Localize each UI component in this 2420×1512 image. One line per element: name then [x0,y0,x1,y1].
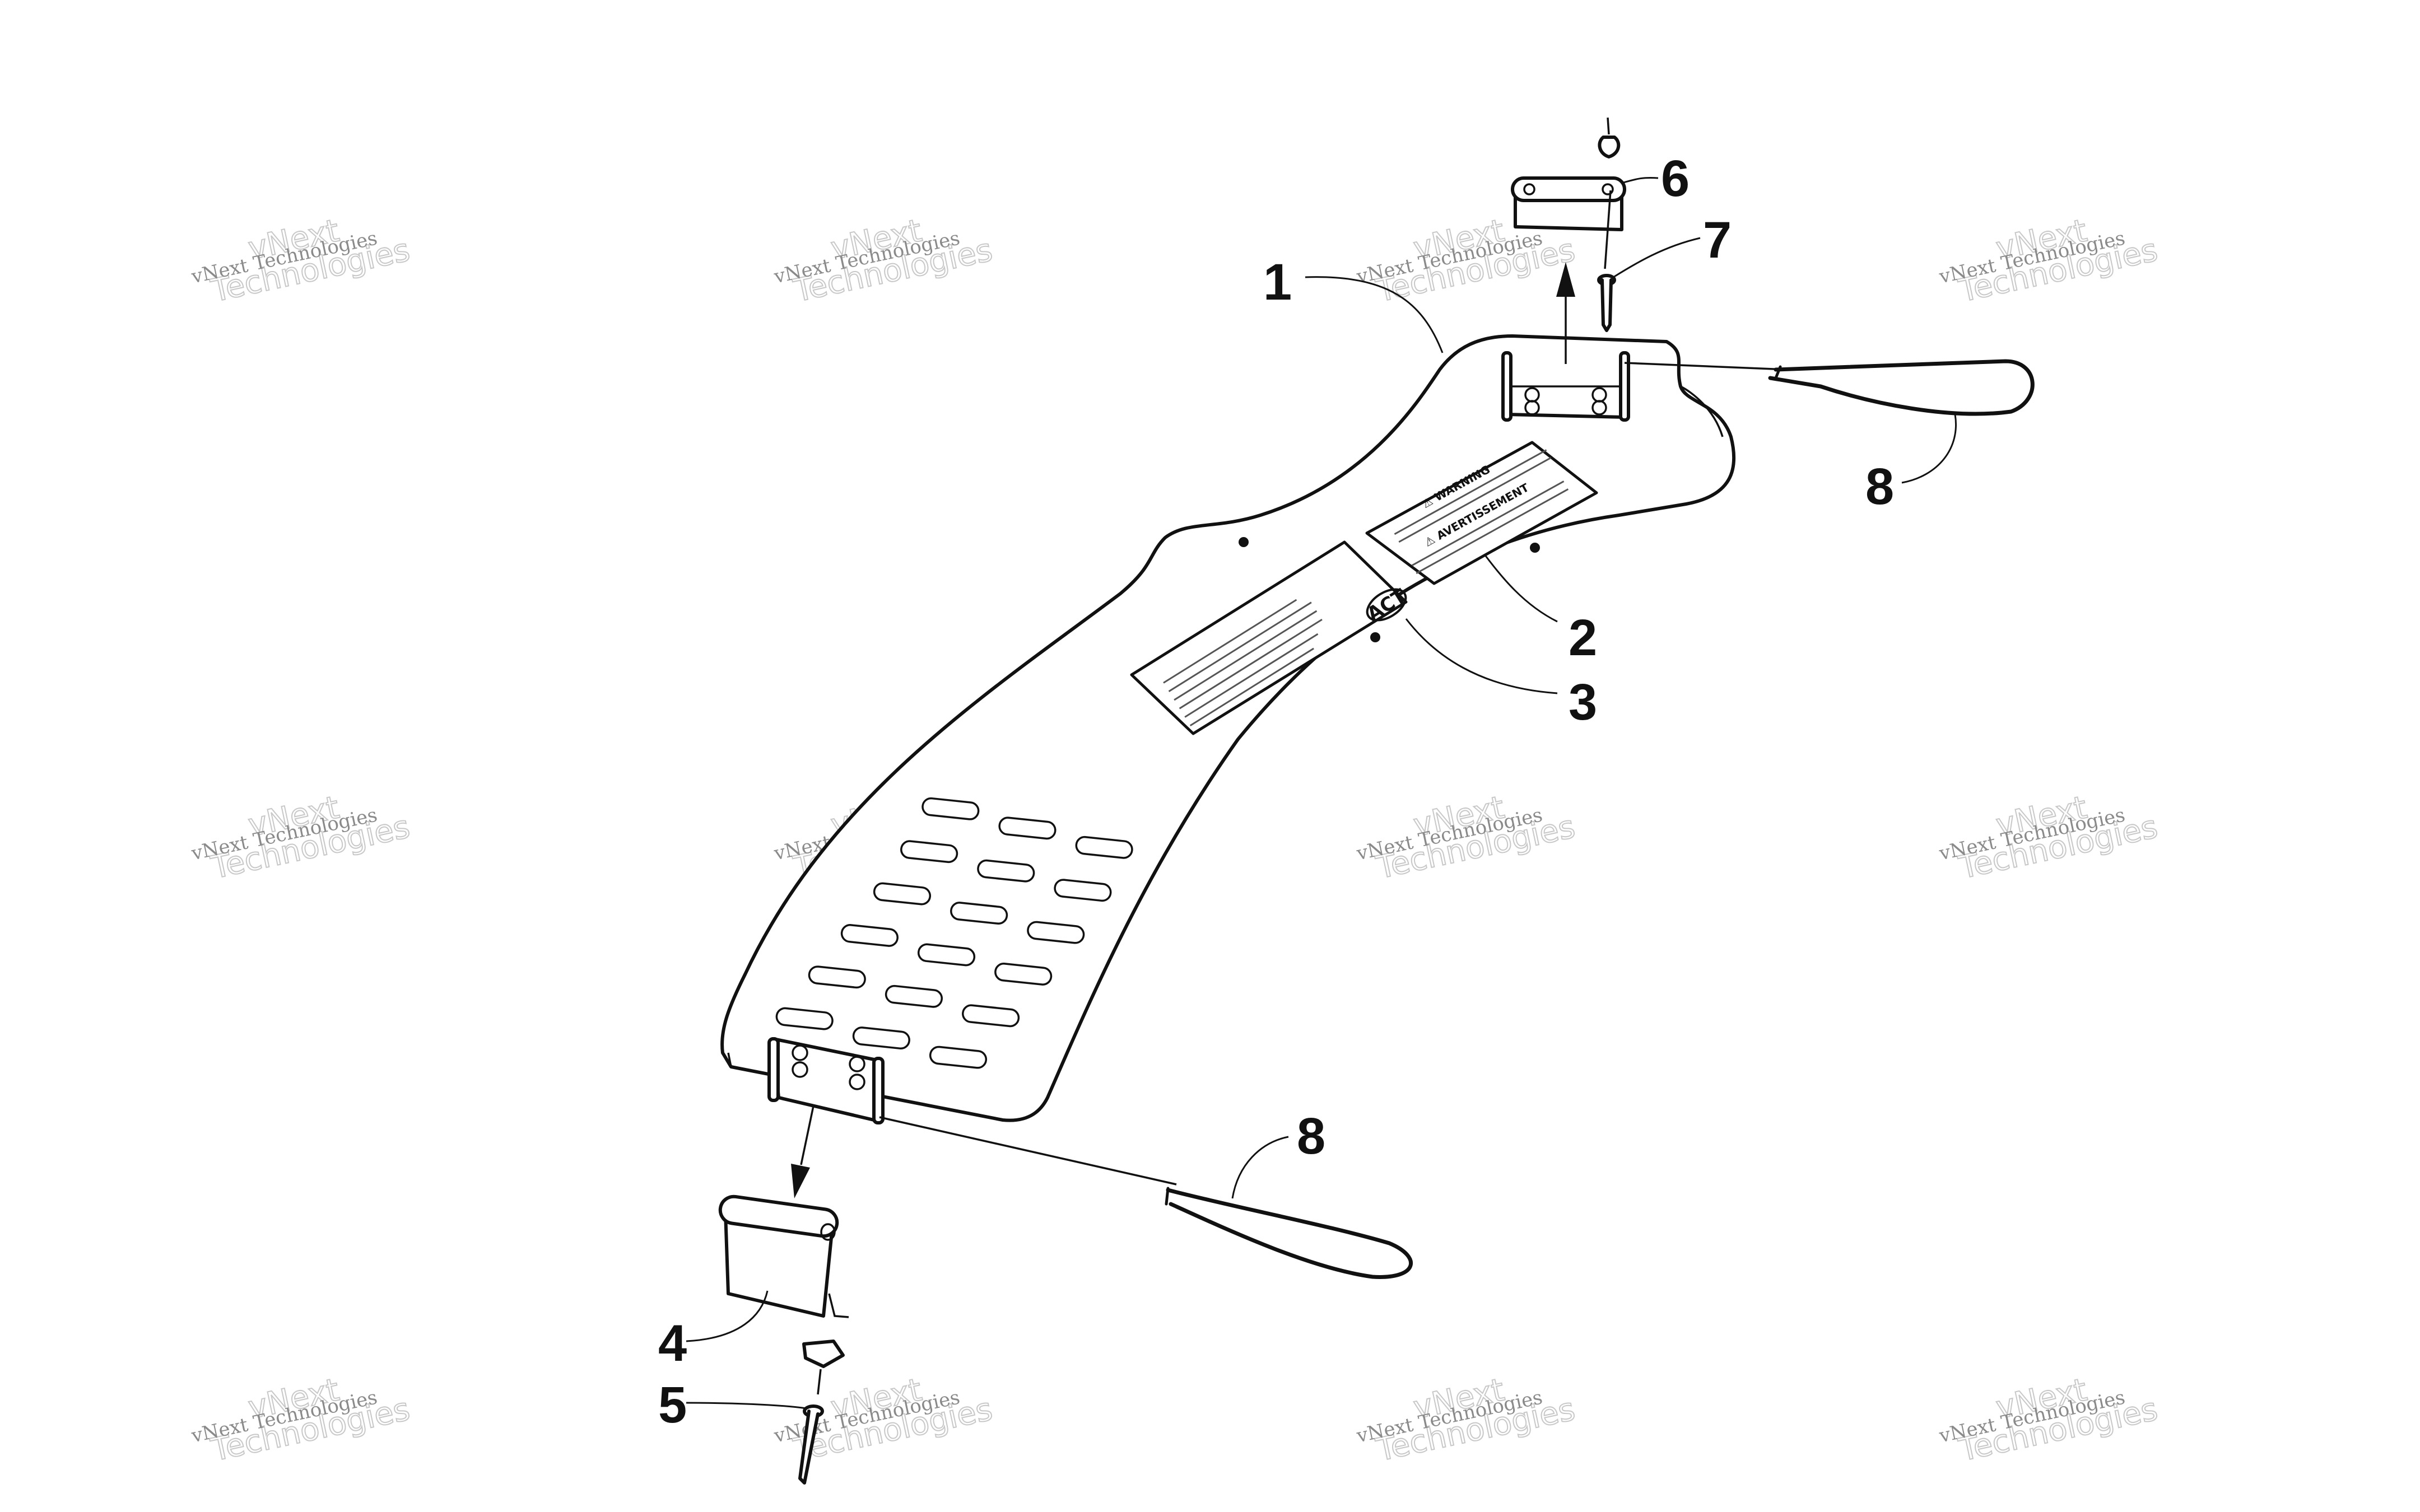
callout-5: 5 [658,1376,687,1434]
watermark: Technologies vNext vNext Technologies [771,212,996,310]
warning-decal: ⚠ WARNING ⚠ AVERTISSEMENT [1365,441,1598,585]
hinge-pin-lower [879,1116,1413,1279]
hinge-cap-top [1511,176,1626,231]
watermark: Technologies vNext vNext Technologies [189,788,413,886]
assembly-arrow-up [1556,262,1575,364]
watermark: Technologies vNext vNext Technologies [1354,788,1579,886]
instruction-decal: ACT [1130,540,1411,735]
vent-slot [1075,836,1133,859]
rivet-bottom [798,1340,845,1485]
hinge-cap-bottom [718,1194,849,1318]
callout-7: 7 [1703,212,1732,269]
watermark: Technologies vNext vNext Technologies [189,212,413,310]
callout-8-lower: 8 [1297,1108,1325,1165]
upper-hinge-bracket [1501,351,1630,422]
watermark: Technologies vNext vNext Technologies [1937,788,2161,886]
hinge-pin-upper [1624,359,2035,416]
callout-8-upper: 8 [1865,458,1894,515]
vent-slot [808,965,866,989]
vent-slot [873,882,932,906]
mount-hole [1239,537,1249,547]
lower-hinge-bracket [767,1037,885,1124]
vent-slot [1027,921,1085,944]
vent-slot [1054,879,1112,902]
callout-4: 4 [658,1315,687,1372]
callout-2: 2 [1569,609,1597,666]
callout-1: 1 [1263,254,1292,311]
vent-slot [950,902,1008,925]
rivet-top [1597,117,1621,332]
vent-slot [840,923,899,947]
callout-3: 3 [1569,674,1597,731]
assembly-arrow-down [791,1105,815,1198]
vent-slot [775,1007,834,1030]
vent-slot [977,859,1035,883]
vent-slot [900,840,958,864]
leader-lines [686,177,1957,1410]
vent-slot [917,943,976,967]
vent-slot [852,1026,910,1050]
vent-slot [929,1046,988,1069]
callout-6: 6 [1661,150,1690,207]
watermark: Technologies vNext vNext Technologies [1937,212,2161,310]
vent-slots [775,797,1133,1069]
callouts: 1 2 3 4 5 6 7 8 8 [658,150,1894,1434]
vent-slot [962,1004,1020,1028]
watermark: Technologies vNext vNext Technologies [771,1371,996,1469]
vent-slot [998,816,1057,840]
mount-hole [1530,543,1540,553]
watermark: Technologies vNext vNext Technologies [1354,1371,1579,1469]
vent-slot [994,963,1053,986]
vent-slot [885,984,943,1008]
watermark: Technologies vNext vNext Technologies [189,1371,413,1469]
mount-hole [1370,632,1380,642]
vent-slot [922,797,980,820]
watermark: Technologies vNext vNext Technologies [1937,1371,2161,1469]
